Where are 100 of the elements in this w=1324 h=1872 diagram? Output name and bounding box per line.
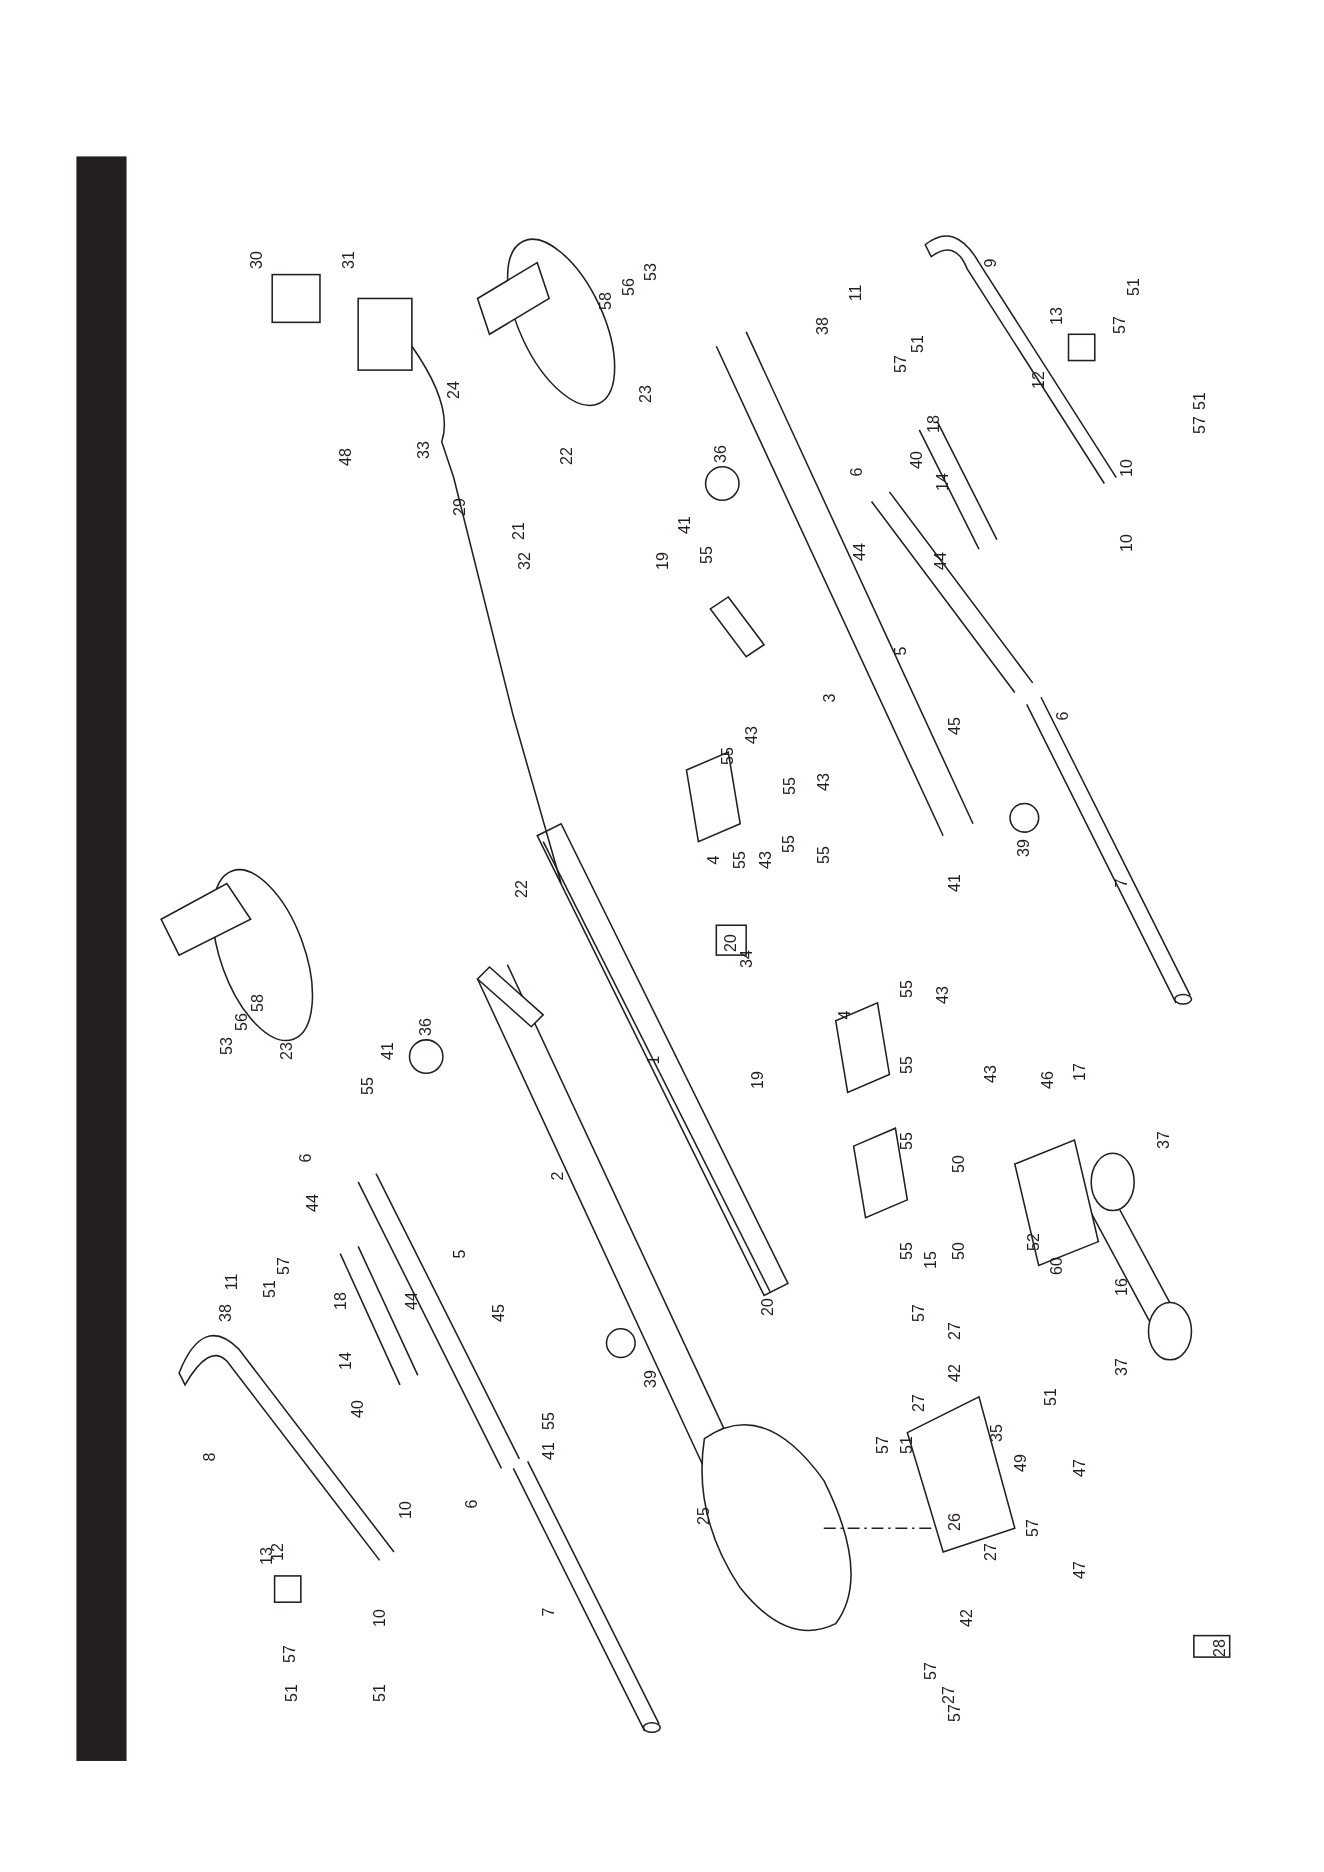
callout-number: 20: [759, 1298, 776, 1317]
callout-number: 55: [781, 835, 798, 853]
callout-number: 45: [947, 717, 964, 735]
callout-number: 55: [720, 746, 737, 765]
callout-number: 51: [1126, 277, 1143, 296]
callout-number: 40: [908, 450, 925, 469]
callout-number: 55: [732, 850, 749, 869]
callout-number: 38: [217, 1304, 234, 1323]
callout-number: 35: [988, 1423, 1005, 1442]
callout-number: 23: [637, 385, 654, 403]
callout-number: 57: [1111, 315, 1128, 334]
callout-number: 41: [380, 1041, 396, 1060]
callout-number: 42: [947, 1364, 964, 1382]
callout-number: 9: [982, 258, 999, 268]
callout-number: 26: [947, 1513, 964, 1532]
callout-number: 49: [1012, 1453, 1029, 1472]
callout-number: 57: [276, 1256, 293, 1275]
callout-number: 34: [739, 949, 756, 968]
callout-number: 41: [947, 874, 964, 893]
callout-number: 17: [1072, 1063, 1089, 1081]
callout-number: 22: [559, 447, 576, 465]
callout-number: 14: [338, 1352, 355, 1370]
callout-number: 11: [223, 1273, 240, 1291]
callout-number: 57: [1191, 416, 1208, 434]
callout-number: 53: [642, 263, 659, 282]
callout-number: 40: [350, 1399, 367, 1418]
callout-number: 53: [218, 1036, 235, 1055]
callout-number: 29: [451, 498, 468, 517]
callout-number: 55: [899, 1056, 916, 1074]
callout-number: 16: [1114, 1278, 1131, 1296]
callout-number: 36: [418, 1017, 435, 1036]
callout-number: 39: [1016, 838, 1033, 857]
callout-number: 32: [517, 552, 534, 570]
callout-number: 10: [371, 1608, 388, 1627]
callout-number: 55: [899, 1242, 916, 1261]
callout-number: 51: [910, 334, 927, 353]
callout-number: 51: [1042, 1387, 1059, 1406]
callout-number: 8: [202, 1452, 219, 1461]
callout-number: 50: [950, 1242, 967, 1261]
callout-number: 4: [705, 855, 722, 865]
callout-number: 38: [814, 317, 831, 335]
callout-number: 47: [1072, 1561, 1089, 1579]
callout-number: 55: [698, 546, 715, 565]
callout-number: 15: [923, 1250, 940, 1269]
callout-number: 21: [511, 522, 528, 541]
callout-number: 36: [713, 444, 730, 463]
callout-number: 37: [1114, 1358, 1131, 1376]
callout-number: 39: [642, 1370, 659, 1388]
callout-number: 43: [744, 726, 761, 745]
callout-number: 57: [282, 1644, 299, 1663]
callout-number: 51: [261, 1280, 278, 1299]
callout-number: 51: [284, 1684, 301, 1702]
callout-number: 51: [371, 1684, 388, 1702]
callout-number: 41: [677, 516, 694, 535]
callout-number: 43: [815, 773, 832, 791]
callout-number: 2: [549, 1171, 566, 1181]
callout-number: 27: [982, 1543, 999, 1561]
callout-number: 55: [899, 1132, 916, 1151]
callout-number: 44: [304, 1194, 321, 1213]
callout-number: 3: [821, 693, 838, 703]
callout-number: 42: [959, 1608, 976, 1627]
callout-number: 18: [333, 1292, 350, 1311]
callout-number: 56: [621, 277, 638, 296]
callout-number: 55: [815, 845, 832, 864]
callout-number: 57: [911, 1304, 928, 1323]
callout-number: 6: [463, 1499, 480, 1509]
callout-number: 19: [750, 1071, 767, 1090]
callout-number: 6: [297, 1153, 314, 1163]
callout-number: 43: [935, 985, 952, 1004]
callout-number: 12: [1030, 370, 1047, 389]
callout-number: 7: [541, 1607, 558, 1617]
callout-number: 58: [598, 291, 615, 310]
callout-number: 55: [899, 979, 916, 998]
callout-number: 24: [445, 381, 462, 400]
callout-number: 23: [278, 1041, 295, 1060]
callout-number: 55: [359, 1077, 376, 1096]
callout-number: 27: [941, 1686, 958, 1705]
callout-number: 57: [875, 1435, 892, 1454]
callout-number: 10: [1119, 459, 1135, 477]
callout-number: 30: [248, 251, 265, 270]
callout-number: 55: [782, 776, 799, 795]
callout-number: 6: [849, 467, 866, 477]
callout-number: 46: [1040, 1071, 1057, 1090]
callout-number: 57: [893, 355, 910, 373]
callout-number: 45: [491, 1304, 508, 1323]
callout-number: 57: [1024, 1519, 1041, 1538]
callout-number: 14: [935, 473, 952, 492]
callout-number: 41: [541, 1441, 558, 1460]
callout-number: 20: [722, 934, 739, 953]
callout-number: 31: [340, 251, 357, 270]
callout-number: 5: [893, 646, 910, 656]
callout-number: 57: [947, 1704, 964, 1723]
callout-number: 44: [851, 542, 868, 561]
callout-number: 56: [234, 1013, 251, 1031]
callout-number: 6: [1054, 711, 1071, 721]
callout-number: 19: [654, 552, 671, 570]
callout-number: 22: [513, 880, 530, 899]
callout-number: 5: [451, 1249, 468, 1258]
callout-number: 10: [1119, 534, 1135, 553]
callout-number: 43: [982, 1065, 999, 1084]
